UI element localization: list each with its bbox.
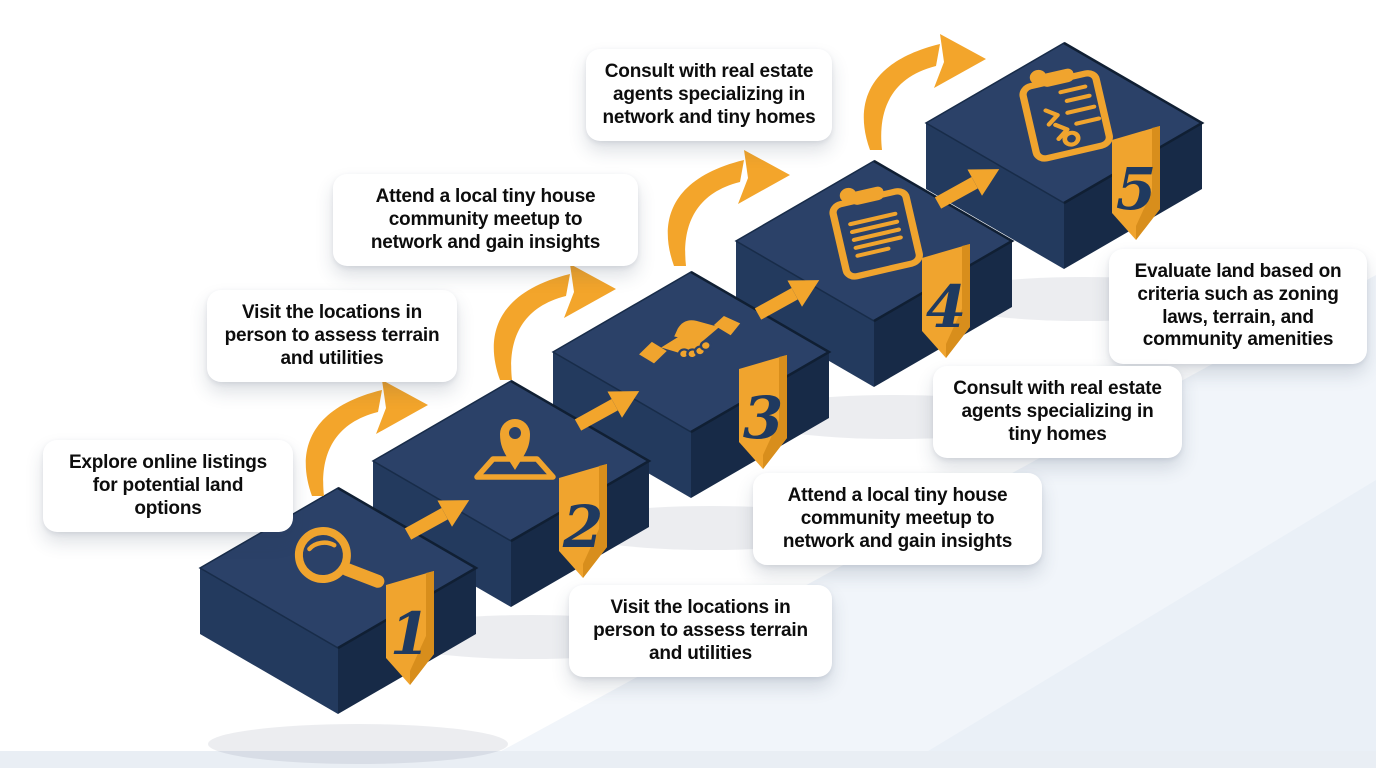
step-2-label-card: Visit the locations in person to assess … <box>207 290 457 383</box>
label-line: person to assess terrain <box>593 619 808 641</box>
label-line: and utilities <box>649 642 752 664</box>
step-5-number-shield: 5 <box>1112 126 1160 240</box>
secondary-label-card-attend: Attend a local tiny house community meet… <box>753 473 1042 566</box>
step-4-number: 4 <box>926 273 966 341</box>
step-1-label-card: Explore online listings for potential la… <box>43 440 293 533</box>
location-pin-icon <box>474 419 556 480</box>
label-line: community meetup to <box>800 507 995 529</box>
label-line: community meetup to <box>388 208 583 230</box>
label-line: laws, terrain, and <box>1162 306 1314 328</box>
step-4-label-card: Consult with real estate agents speciali… <box>586 49 832 142</box>
step-5-number: 5 <box>1116 155 1156 223</box>
label-line: Consult with real estate <box>604 61 814 82</box>
step-3-label-card: Attend a local tiny house community meet… <box>333 174 638 267</box>
step-3-number: 3 <box>743 384 783 452</box>
label-line: agents specializing in <box>961 400 1154 422</box>
label-line: Consult with real estate <box>953 378 1162 399</box>
label-line: person to assess terrain <box>224 324 440 346</box>
magnifier-icon <box>294 527 385 588</box>
label-line: Explore online listings <box>68 452 268 473</box>
step-2-number: 2 <box>562 493 603 561</box>
label-line: Evaluate land based on <box>1134 261 1342 282</box>
secondary-label-card-visit: Visit the locations in person to assess … <box>569 585 832 678</box>
label-line: tiny homes <box>1008 423 1107 445</box>
step-3-number-shield: 3 <box>739 355 787 469</box>
label-line: agents specializing in <box>613 83 805 105</box>
step-4-number-shield: 4 <box>922 244 970 358</box>
label-line: Visit the locations in <box>610 597 791 618</box>
secondary-label-card-consult: Consult with real estate agents speciali… <box>933 366 1182 459</box>
step-1-number-shield: 1 <box>386 571 434 685</box>
label-line: Attend a local tiny house <box>375 186 596 207</box>
label-line: options <box>134 497 202 519</box>
checklist-icon <box>1019 68 1113 162</box>
label-line: and utilities <box>280 347 384 369</box>
label-line: criteria such as zoning <box>1137 283 1339 305</box>
label-line: network and gain insights <box>370 231 601 253</box>
handshake-icon <box>639 316 741 364</box>
label-line: for potential land <box>92 474 244 496</box>
label-line: community amenities <box>1142 329 1334 351</box>
label-line: Visit the locations in <box>241 302 422 323</box>
step-2-number-shield: 2 <box>559 464 607 578</box>
label-line: network and gain insights <box>782 530 1013 552</box>
clipboard-icon <box>829 186 923 280</box>
label-line: network and tiny homes <box>602 106 816 128</box>
label-line: Attend a local tiny house <box>787 485 1008 506</box>
step-1-number: 1 <box>390 600 430 668</box>
step-5-label-card: Evaluate land based on criteria such as … <box>1109 249 1367 365</box>
